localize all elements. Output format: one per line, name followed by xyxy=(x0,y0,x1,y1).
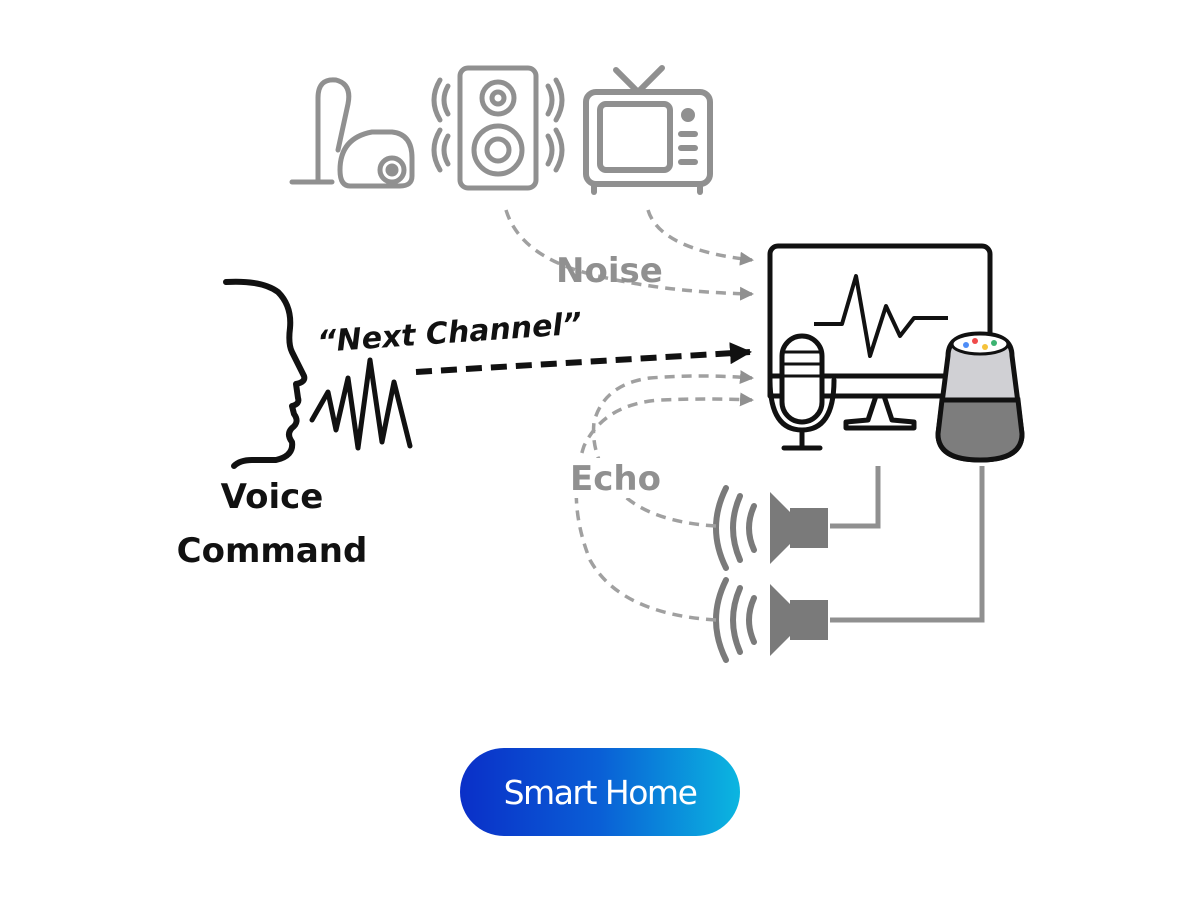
stereo-speaker-icon xyxy=(431,65,565,191)
loudspeaker-icon-bottom xyxy=(713,577,828,663)
command-quote: “Next Channel” xyxy=(316,307,583,360)
television-icon xyxy=(583,65,713,195)
vacuum-cleaner-icon xyxy=(289,77,415,189)
echo-label-backdrop xyxy=(566,458,662,498)
echo-label: Echo xyxy=(570,459,661,499)
command-arrow xyxy=(415,342,752,375)
noise-arrows xyxy=(504,209,754,301)
monitor-icon xyxy=(767,243,993,431)
echo-arrows xyxy=(574,370,754,622)
loudspeaker-icon-top xyxy=(713,485,828,571)
voice-label-line1: Voice xyxy=(221,477,324,517)
noise-label: Noise xyxy=(556,251,663,291)
smart-home-button[interactable]: Smart Home xyxy=(460,748,740,836)
smart-speaker-icon xyxy=(935,331,1025,463)
voice-label-line2: Command xyxy=(177,531,368,571)
speaker-wires xyxy=(830,466,985,623)
human-face-icon xyxy=(223,278,308,469)
microphone-icon xyxy=(767,333,837,451)
voice-waveform-icon xyxy=(309,357,413,451)
